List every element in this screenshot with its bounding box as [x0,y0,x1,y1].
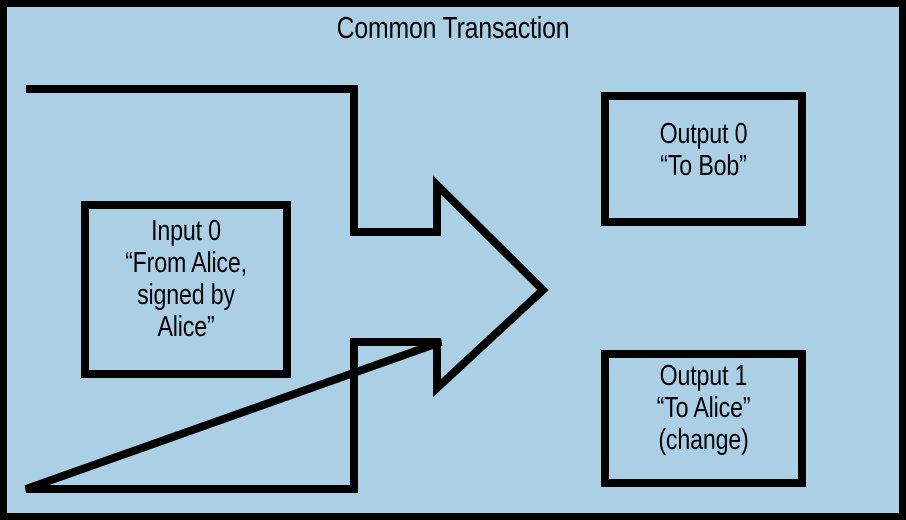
input-0-box [81,201,291,378]
flow-arrow-outline [433,175,549,398]
output-0-label: Output 0 “To Bob” [659,118,748,182]
diagram-title: Common Transaction [336,10,570,45]
inputs-container-outline [24,85,443,493]
output-1-box [601,350,806,487]
output-0-box [601,92,806,226]
input-0-label: Input 0 “From Alice, signed by Alice” [125,215,247,343]
output-1-label: Output 1 “To Alice” (change) [656,360,751,456]
